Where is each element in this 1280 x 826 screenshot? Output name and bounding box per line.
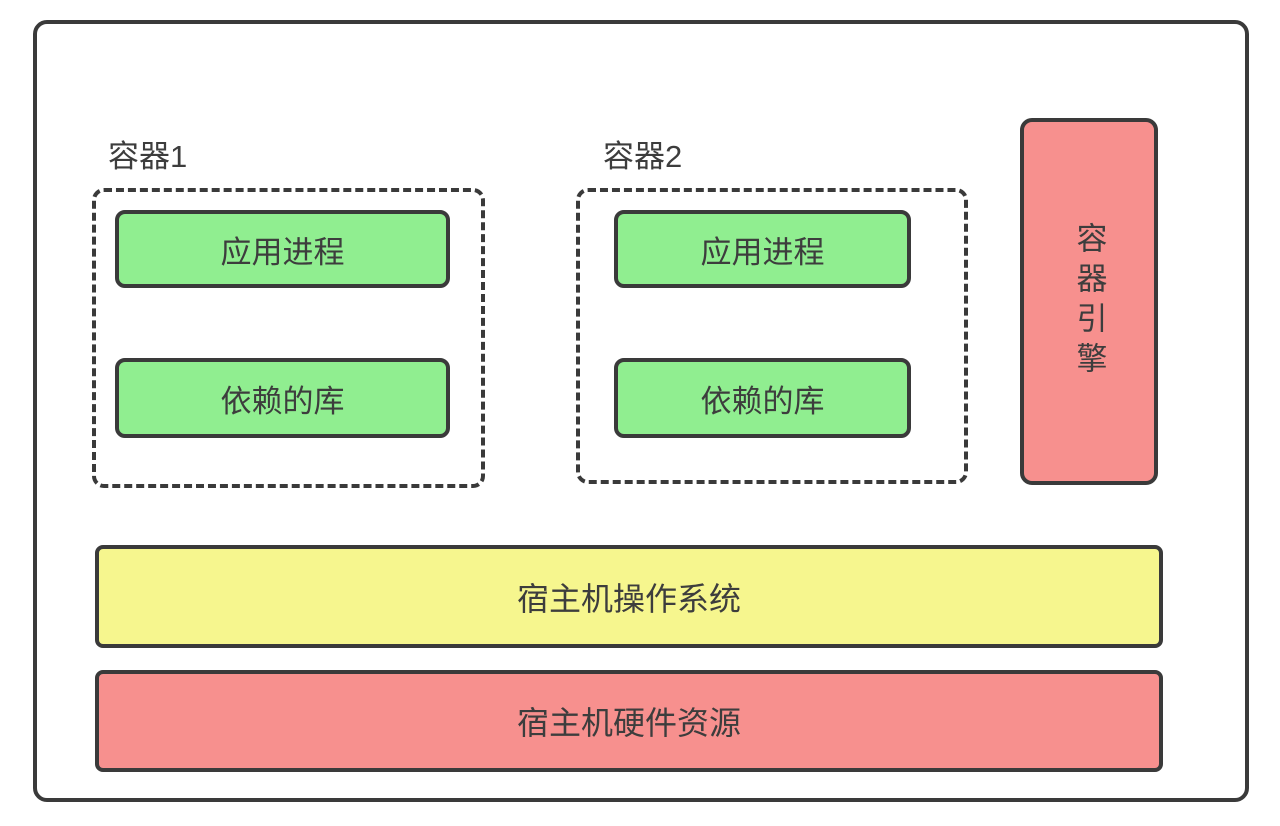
container-2-app-process-box: 应用进程 [614, 210, 911, 288]
container-engine-label: 容器引擎 [1071, 221, 1107, 382]
container-engine-box: 容器引擎 [1020, 118, 1158, 485]
container-2-dependency-libs-box: 依赖的库 [614, 358, 911, 438]
host-os-bar: 宿主机操作系统 [95, 545, 1163, 648]
container-2-label: 容器2 [603, 139, 683, 174]
host-hardware-bar: 宿主机硬件资源 [95, 670, 1163, 772]
container-1-app-process-box: 应用进程 [115, 210, 450, 288]
container-1-dependency-libs-box: 依赖的库 [115, 358, 450, 438]
container-1-label: 容器1 [108, 139, 188, 174]
